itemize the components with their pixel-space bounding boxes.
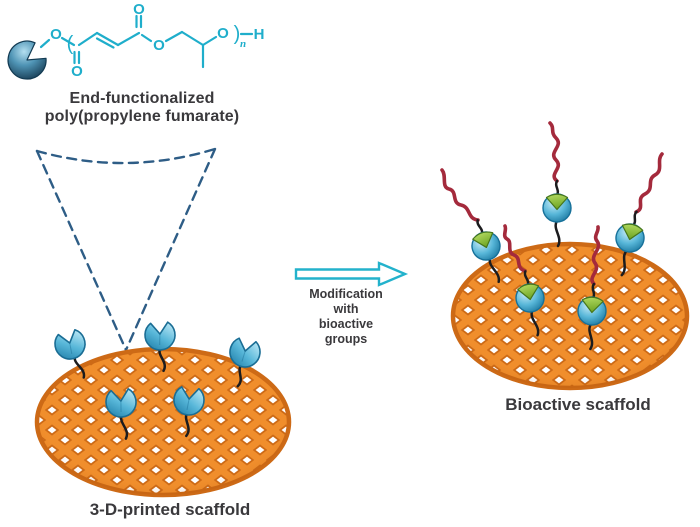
- arrow-caption-line1: Modification: [309, 287, 383, 301]
- red-polymer-chain-icon: [548, 121, 561, 183]
- arrow-caption-line4: groups: [324, 332, 368, 346]
- red-polymer-chain-icon: [440, 168, 480, 222]
- pacman-end-group-icon: [7, 40, 47, 80]
- process-arrow: [294, 261, 409, 287]
- arrow-caption-line2: with: [333, 302, 359, 316]
- polymer-atom-labels: O ( O O O O ) n H: [50, 1, 264, 80]
- polymer-bonds: [39, 14, 254, 69]
- repeat-subscript-n: n: [240, 38, 246, 50]
- bioactive-group-icon: [467, 219, 505, 284]
- atom-label-o2: O: [71, 63, 83, 80]
- arrow-caption: Modification with bioactive groups: [309, 287, 383, 347]
- red-polymer-chain-icon: [502, 224, 527, 273]
- polymer-caption-line1: End-functionalized: [69, 90, 215, 107]
- receptor-icon: [51, 327, 90, 379]
- atom-label-o4: O: [153, 37, 165, 54]
- arrow-caption-line3: bioactive: [318, 317, 374, 331]
- printed-scaffold-graphic: [34, 346, 292, 498]
- atom-label-o3: O: [133, 1, 145, 18]
- funnel-dashed-triangle: [35, 147, 217, 352]
- receptor-icon: [143, 320, 177, 373]
- atom-label-o1: O: [50, 26, 62, 43]
- red-polymer-chain-icon: [634, 152, 664, 214]
- right-scaffold-caption: Bioactive scaffold: [505, 395, 651, 414]
- receptor-icon: [103, 387, 139, 440]
- polymer-structure: O ( O O O O ) n H: [7, 1, 264, 80]
- close-paren: ): [234, 23, 241, 45]
- bioactive-group-icon: [542, 179, 572, 248]
- bioactive-group-set: [467, 179, 648, 351]
- polymer-caption: End-functionalized poly(propylene fumara…: [45, 90, 239, 125]
- receptor-icon: [171, 385, 207, 438]
- receptor-icon: [226, 336, 264, 388]
- polymer-caption-line2: poly(propylene fumarate): [44, 107, 240, 125]
- bioactive-group-icon: [612, 210, 648, 277]
- left-scaffold-caption: 3-D-printed scaffold: [89, 500, 251, 519]
- bioactive-chain-group: [440, 121, 664, 286]
- receptor-group: [51, 320, 264, 440]
- bioactive-group-icon: [576, 282, 608, 351]
- bioactive-group-icon: [513, 270, 547, 337]
- open-paren: (: [67, 33, 74, 55]
- red-polymer-chain-icon: [590, 225, 601, 286]
- atom-label-o5: O: [217, 25, 229, 42]
- bioactive-scaffold-graphic: [450, 241, 690, 391]
- atom-label-h: H: [254, 26, 265, 43]
